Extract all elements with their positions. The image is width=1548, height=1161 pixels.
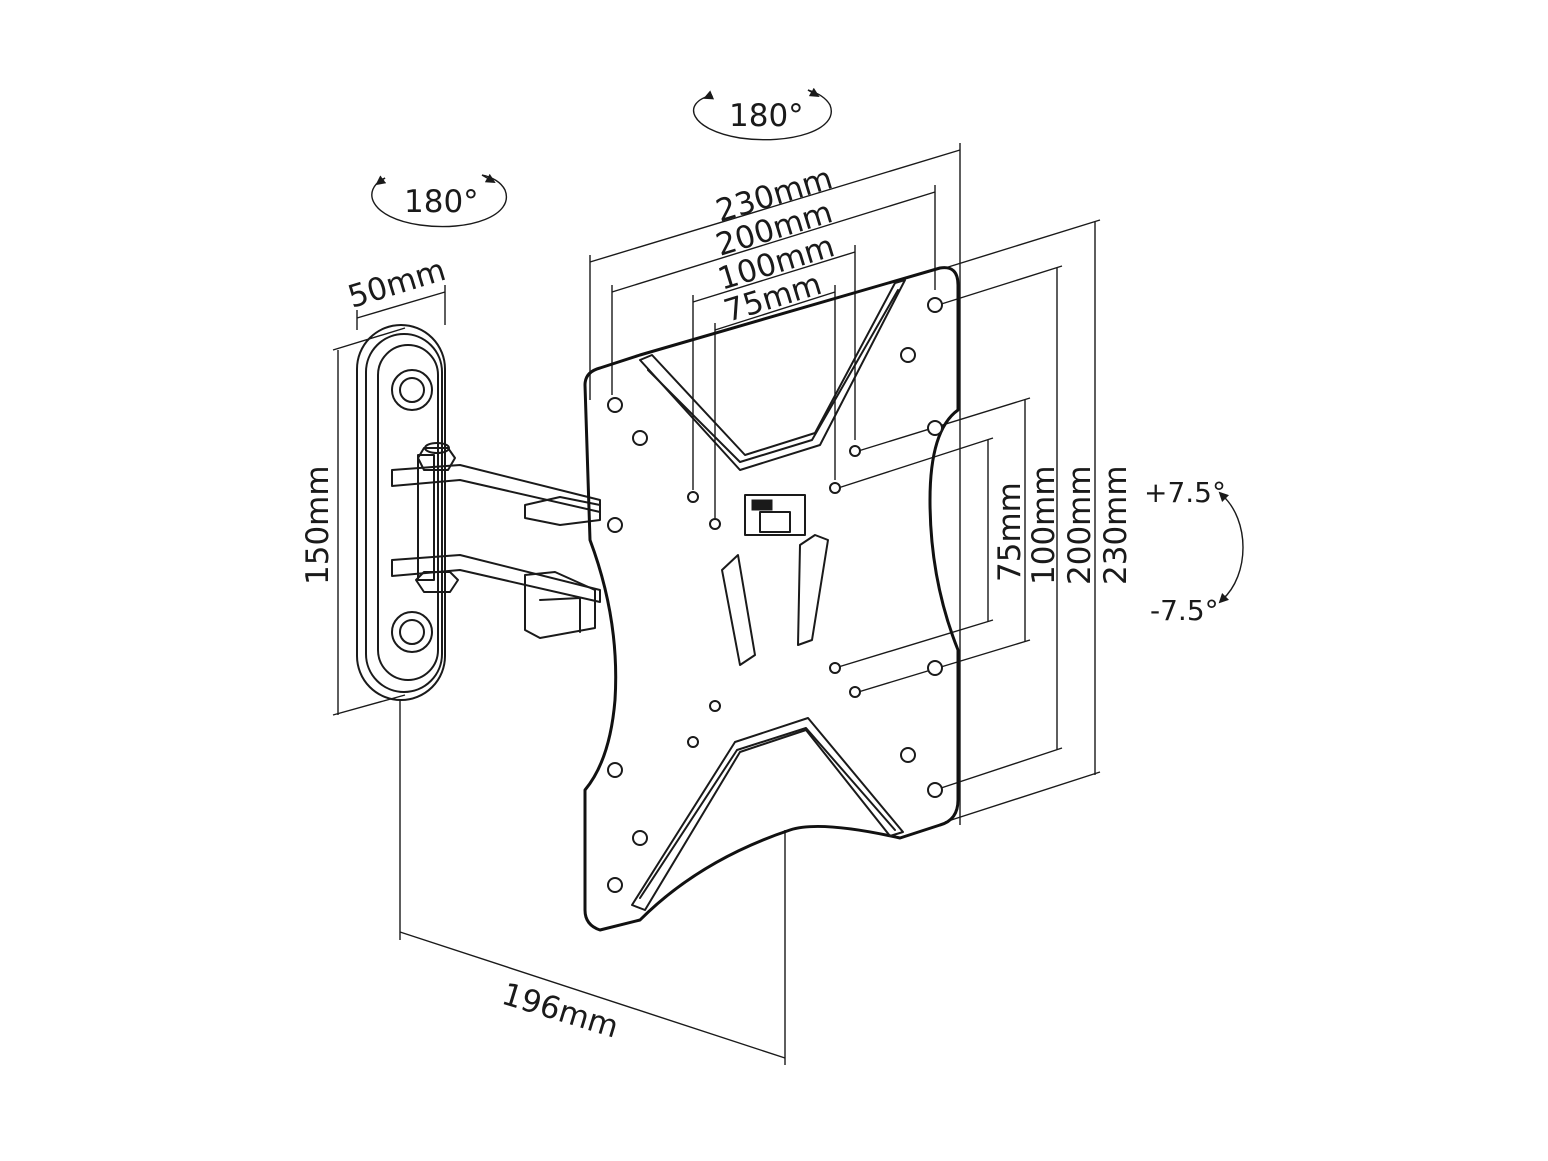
horizontal-dimensions: 230mm 200mm 100mm 75mm (589, 143, 961, 825)
rotation-arrow-icon (375, 175, 387, 186)
tilt-arc-arrow-icon (1221, 494, 1244, 601)
dim-75mm-vertical: 75mm (992, 482, 1028, 582)
vertical-dimensions: 75mm 100mm 200mm 230mm (834, 219, 1134, 823)
top-rotation-label: 180° (729, 98, 804, 134)
rotation-arrow-icon (481, 173, 496, 183)
left-rotation-indicator: 180° (371, 173, 508, 228)
dim-150mm-plate-height: 150mm (300, 465, 336, 585)
rotation-arrow-icon (807, 87, 820, 98)
dim-196mm-arm-depth: 196mm (498, 976, 623, 1045)
rotation-arrow-icon (703, 90, 715, 100)
mounting-holes (607, 297, 943, 893)
dim-230mm-vertical: 230mm (1098, 465, 1134, 585)
tilt-down-label: -7.5° (1150, 594, 1219, 627)
vesa-plate (583, 266, 960, 932)
dim-100mm-vertical: 100mm (1026, 465, 1062, 585)
left-rotation-label: 180° (404, 184, 479, 220)
tilt-up-label: +7.5° (1144, 476, 1226, 509)
dim-200mm-vertical: 200mm (1062, 465, 1098, 585)
tilt-indicator: +7.5° -7.5° (1144, 476, 1244, 627)
top-rotation-indicator: 180° (692, 87, 832, 141)
